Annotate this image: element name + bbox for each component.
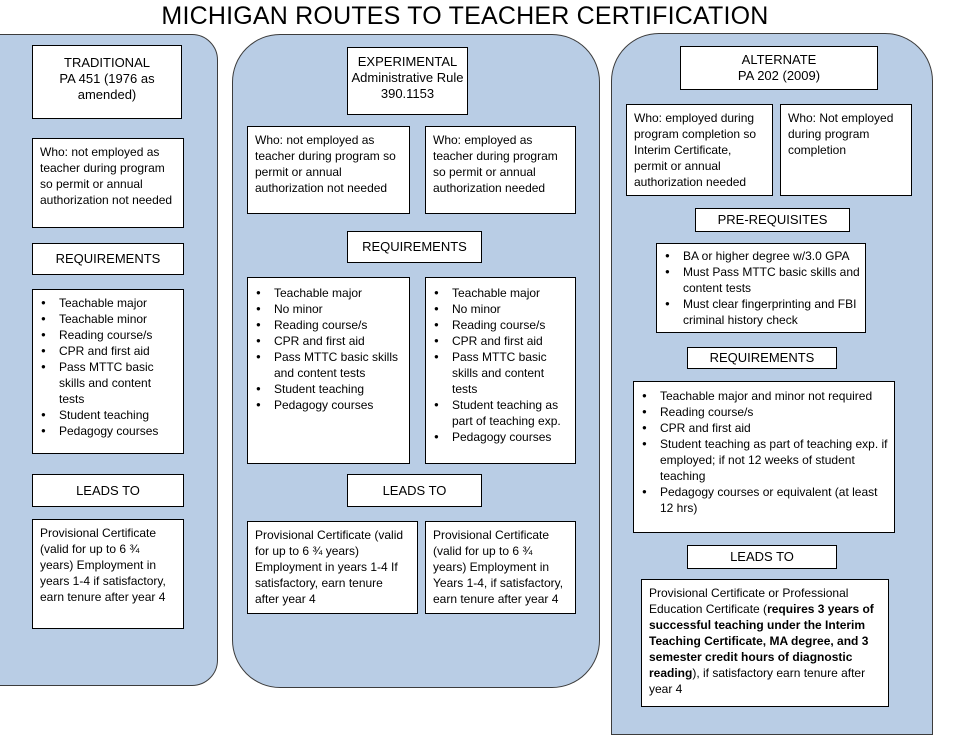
list-item: Reading course/s xyxy=(252,317,405,333)
alternate-leads-to: Provisional Certificate or Professional … xyxy=(641,579,889,707)
alternate-who-right: Who: Not employed during program complet… xyxy=(780,104,912,196)
list-item: Teachable major xyxy=(430,285,571,301)
traditional-requirements-label: REQUIREMENTS xyxy=(32,243,184,275)
alternate-prerequisites: BA or higher degree w/3.0 GPA Must Pass … xyxy=(656,243,866,333)
experimental-header: EXPERIMENTAL Administrative Rule 390.115… xyxy=(347,47,468,115)
list-item: Teachable major xyxy=(252,285,405,301)
list-item: Teachable minor xyxy=(37,311,179,327)
list-item: Pedagogy courses xyxy=(37,423,179,439)
list-item: Teachable major and minor not required xyxy=(638,388,890,404)
experimental-requirements-label: REQUIREMENTS xyxy=(347,231,482,263)
list-item: Student teaching xyxy=(252,381,405,397)
list-item: Student teaching as part of teaching exp… xyxy=(430,397,571,429)
list-item: Must Pass MTTC basic skills and content … xyxy=(661,264,861,296)
page-title: MICHIGAN ROUTES TO TEACHER CERTIFICATION xyxy=(161,2,769,30)
experimental-leads-to-right: Provisional Certificate (valid for up to… xyxy=(425,521,576,614)
list-item: CPR and first aid xyxy=(252,333,405,349)
alternate-who-left: Who: employed during program completion … xyxy=(626,104,773,196)
list-item: Pass MTTC basic skills and content tests xyxy=(252,349,405,381)
list-item: No minor xyxy=(252,301,405,317)
list-item: Reading course/s xyxy=(430,317,571,333)
traditional-requirements: Teachable major Teachable minor Reading … xyxy=(32,289,184,454)
alternate-requirements: Teachable major and minor not required R… xyxy=(633,381,895,533)
experimental-who-right: Who: employed as teacher during program … xyxy=(425,126,576,214)
list-item: Student teaching xyxy=(37,407,179,423)
traditional-leads-to: Provisional Certificate (valid for up to… xyxy=(32,519,184,629)
alternate-requirements-label: REQUIREMENTS xyxy=(687,347,837,369)
list-item: No minor xyxy=(430,301,571,317)
experimental-requirements-left: Teachable major No minor Reading course/… xyxy=(247,277,410,464)
alternate-prereq-label: PRE-REQUISITES xyxy=(695,208,850,232)
alternate-header: ALTERNATE PA 202 (2009) xyxy=(680,46,878,90)
list-item: Teachable major xyxy=(37,295,179,311)
traditional-header: TRADITIONAL PA 451 (1976 as amended) xyxy=(32,45,182,119)
list-item: Student teaching as part of teaching exp… xyxy=(638,436,890,484)
list-item: Pass MTTC basic skills and content tests xyxy=(430,349,571,397)
traditional-who: Who: not employed as teacher during prog… xyxy=(32,138,184,228)
experimental-who-left: Who: not employed as teacher during prog… xyxy=(247,126,410,214)
experimental-leads-to-label: LEADS TO xyxy=(347,474,482,507)
experimental-requirements-right: Teachable major No minor Reading course/… xyxy=(425,277,576,464)
list-item: Reading course/s xyxy=(638,404,890,420)
experimental-leads-to-left: Provisional Certificate (valid for up to… xyxy=(247,521,418,614)
list-item: Must clear fingerprinting and FBI crimin… xyxy=(661,296,861,328)
traditional-leads-to-label: LEADS TO xyxy=(32,474,184,507)
list-item: Pedagogy courses or equivalent (at least… xyxy=(638,484,890,516)
list-item: BA or higher degree w/3.0 GPA xyxy=(661,248,861,264)
alternate-leads-to-label: LEADS TO xyxy=(687,545,837,569)
leads-to-emphasis: requires 3 years of successful teaching … xyxy=(649,602,874,680)
list-item: CPR and first aid xyxy=(430,333,571,349)
list-item: Reading course/s xyxy=(37,327,179,343)
list-item: CPR and first aid xyxy=(37,343,179,359)
list-item: CPR and first aid xyxy=(638,420,890,436)
list-item: Pedagogy courses xyxy=(430,429,571,445)
list-item: Pedagogy courses xyxy=(252,397,405,413)
list-item: Pass MTTC basic skills and content tests xyxy=(37,359,179,407)
